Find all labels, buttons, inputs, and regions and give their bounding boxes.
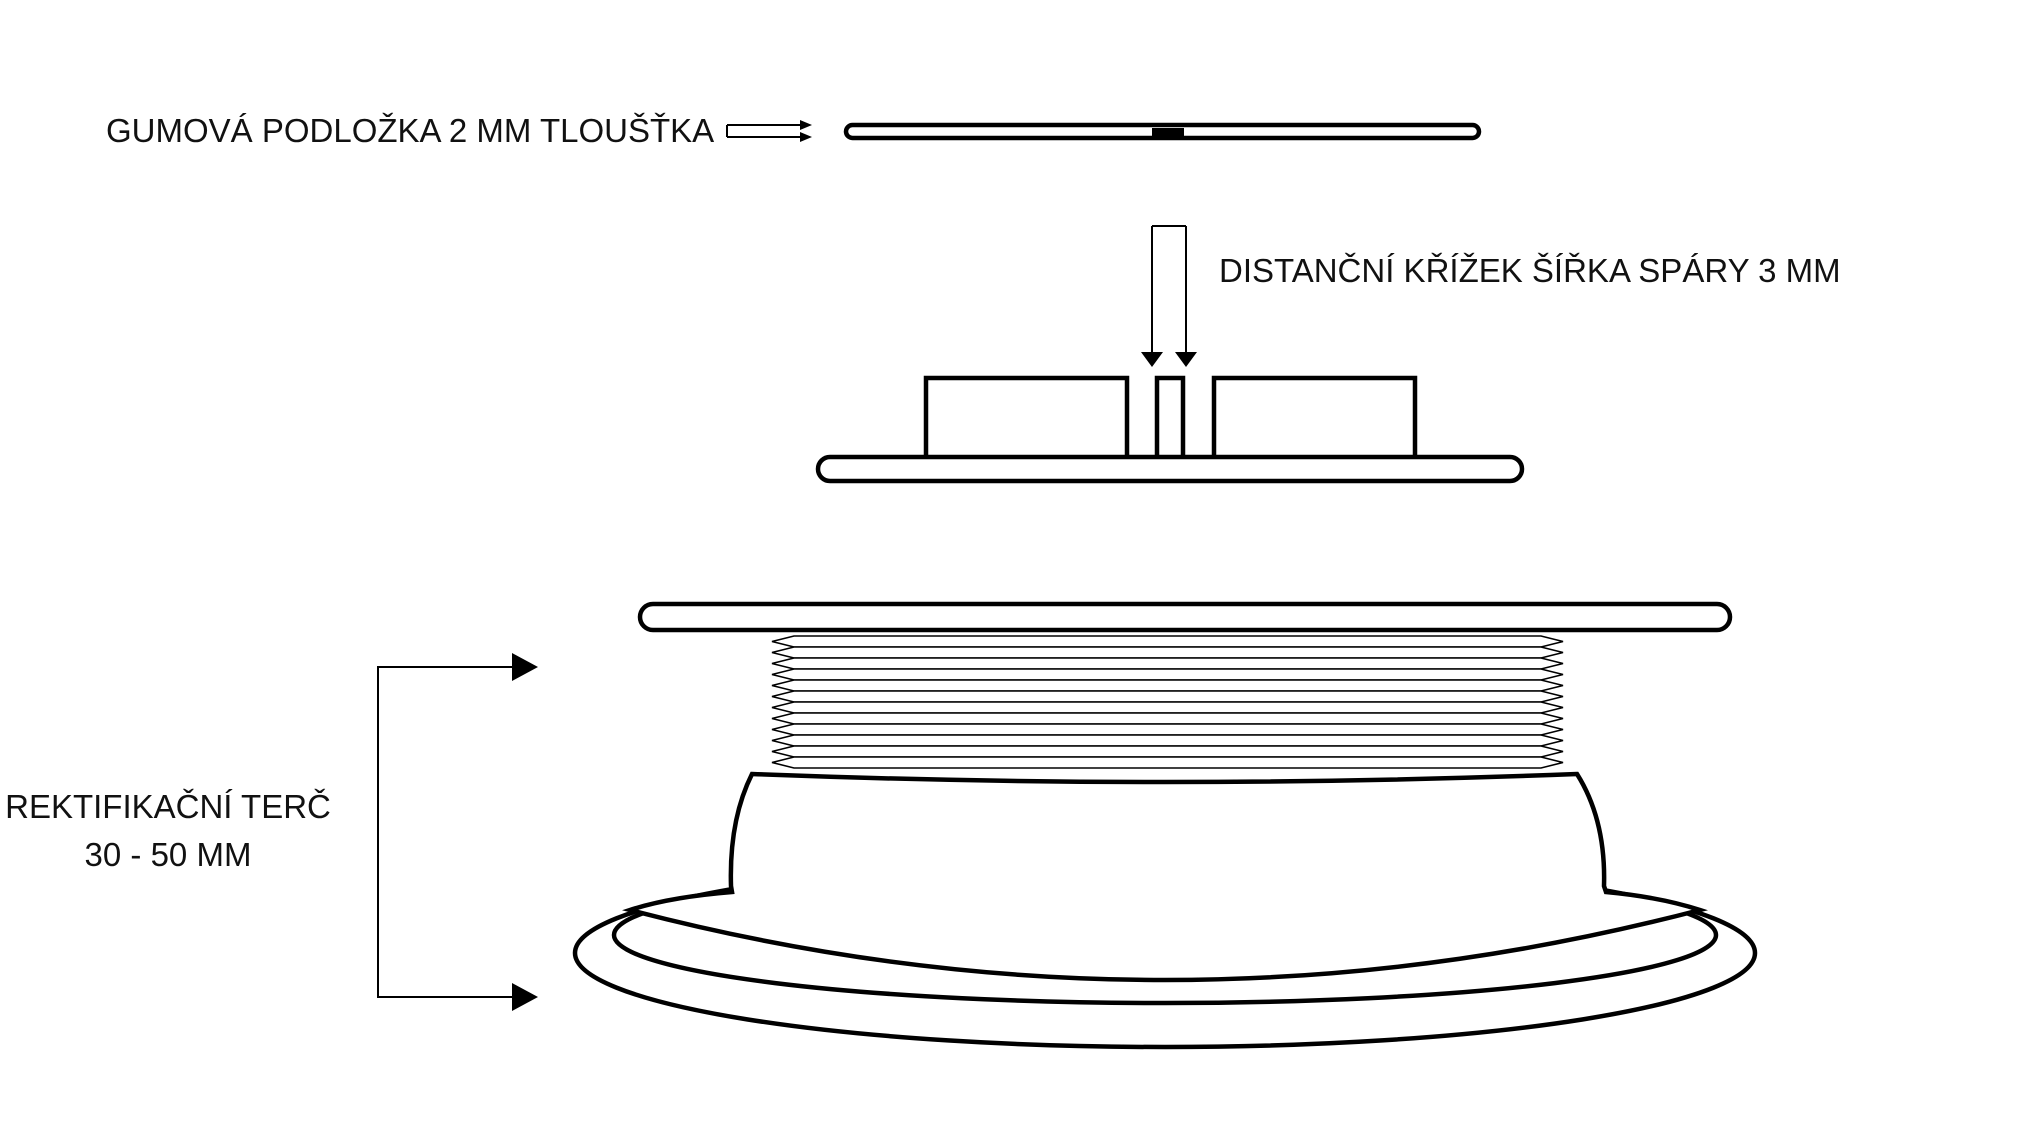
- leveling-label-line2: 30 - 50 MM: [85, 836, 252, 873]
- thread-ridge: [771, 657, 1564, 670]
- bracket-arrow-icon: [377, 653, 538, 1011]
- spacer-label: DISTANČNÍ KŘÍŽEK ŠÍŘKA SPÁRY 3 MM: [1219, 252, 1841, 289]
- thread-ridge: [771, 701, 1564, 714]
- rubber-pad: [843, 122, 1482, 141]
- thread-ridge: [771, 690, 1564, 703]
- pedestal-top-plate: [637, 601, 1733, 633]
- thread-ridge: [771, 756, 1564, 769]
- leveling-pedestal: [572, 601, 1758, 1050]
- pedestal-thread: [771, 635, 1564, 769]
- pedestal-body: [621, 771, 1709, 983]
- rubber-pad-label: GUMOVÁ PODLOŽKA 2 MM TLOUŠŤKA: [106, 112, 714, 149]
- leveling-label-line1: REKTIFIKAČNÍ TERČ: [5, 788, 331, 825]
- thread-ridge: [771, 734, 1564, 747]
- thread-ridge: [771, 635, 1564, 648]
- double-arrow-right-icon: [726, 120, 812, 142]
- thread-ridge: [771, 646, 1564, 659]
- thread-ridge: [771, 745, 1564, 758]
- thread-ridge: [771, 679, 1564, 692]
- double-arrow-down-icon: [1141, 225, 1197, 367]
- thread-ridge: [771, 723, 1564, 736]
- spacer-cross: [815, 375, 1525, 484]
- thread-ridge: [771, 712, 1564, 725]
- thread-ridge: [771, 668, 1564, 681]
